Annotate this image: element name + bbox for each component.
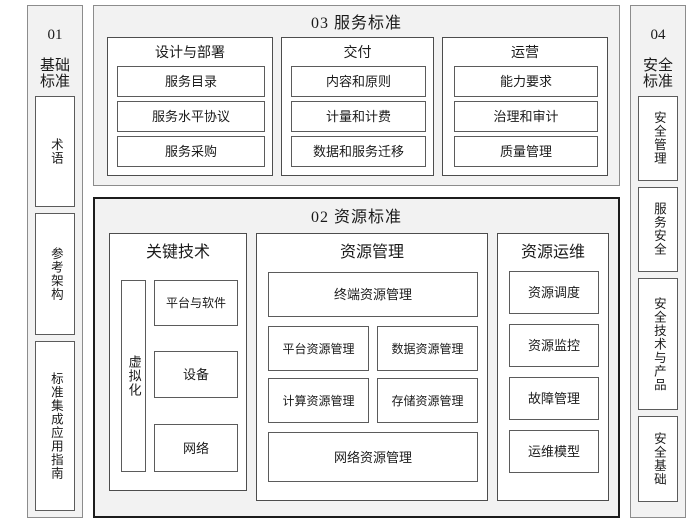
item-platform-and-software[interactable]: 平台与软件 <box>154 280 238 326</box>
panel-02-resource-standards: 02 资源标准 关键技术 虚拟化 平台与软件 设备 网络 资源管理 终端资源管理… <box>93 197 620 518</box>
item-terminal-resource-management[interactable]: 终端资源管理 <box>268 272 478 317</box>
column-01-title: 基础 标准 <box>39 58 70 90</box>
group-operations: 运营 能力要求 治理和审计 质量管理 <box>442 37 608 176</box>
item-service-catalog[interactable]: 服务目录 <box>117 66 265 97</box>
item-security-management[interactable]: 安全管理 <box>638 95 678 181</box>
item-reference-architecture-label: 参考架构 <box>48 247 63 302</box>
item-content-and-principles[interactable]: 内容和原则 <box>291 66 426 97</box>
item-device[interactable]: 设备 <box>154 351 238 398</box>
group-key-technology: 关键技术 虚拟化 平台与软件 设备 网络 <box>109 233 247 491</box>
item-data-resource-management[interactable]: 数据资源管理 <box>377 326 478 371</box>
column-01-header: 01 基础 标准 <box>40 12 70 91</box>
group-design-and-deployment-title: 设计与部署 <box>155 46 225 61</box>
item-service-security-label: 服务安全 <box>651 202 666 257</box>
item-terminology[interactable]: 术语 <box>35 95 75 208</box>
group-resource-management: 资源管理 终端资源管理 平台资源管理 数据资源管理 计算资源管理 存储资源管理 … <box>256 233 488 501</box>
item-service-procurement[interactable]: 服务采购 <box>117 136 265 167</box>
item-compute-resource-management[interactable]: 计算资源管理 <box>268 378 369 423</box>
item-network[interactable]: 网络 <box>154 424 238 472</box>
item-service-level-agreement[interactable]: 服务水平协议 <box>117 101 265 132</box>
column-04-security-standards: 04 安全 标准 安全管理 服务安全 安全技术与产品 安全基础 <box>630 5 686 518</box>
item-standard-integration-guide-label: 标准集成应用指南 <box>48 371 63 480</box>
item-resource-scheduling[interactable]: 资源调度 <box>509 271 599 314</box>
item-capability-requirements[interactable]: 能力要求 <box>454 66 598 97</box>
item-platform-resource-management[interactable]: 平台资源管理 <box>268 326 369 371</box>
panel-03-service-standards: 03 服务标准 设计与部署 服务目录 服务水平协议 服务采购 交付 内容和原则 … <box>93 5 620 186</box>
group-resource-management-title: 资源管理 <box>339 244 404 261</box>
item-security-tech-and-products-label: 安全技术与产品 <box>651 296 666 392</box>
group-delivery-title: 交付 <box>343 46 372 61</box>
column-04-title: 安全 标准 <box>642 58 673 90</box>
item-virtualization-label: 虚拟化 <box>126 355 142 397</box>
item-virtualization[interactable]: 虚拟化 <box>121 280 146 472</box>
item-ops-model[interactable]: 运维模型 <box>509 430 599 473</box>
column-01-number: 01 <box>47 26 63 43</box>
item-security-management-label: 安全管理 <box>651 111 666 166</box>
item-service-security[interactable]: 服务安全 <box>638 186 678 272</box>
item-quality-management[interactable]: 质量管理 <box>454 136 598 167</box>
item-reference-architecture[interactable]: 参考架构 <box>35 213 75 335</box>
group-design-and-deployment: 设计与部署 服务目录 服务水平协议 服务采购 <box>107 37 273 176</box>
item-terminology-label: 术语 <box>48 138 63 166</box>
panel-03-title: 03 服务标准 <box>310 15 402 32</box>
column-01-foundation-standards: 01 基础 标准 术语 参考架构 标准集成应用指南 <box>27 5 83 518</box>
item-security-foundation[interactable]: 安全基础 <box>638 415 678 502</box>
item-fault-management[interactable]: 故障管理 <box>509 377 599 420</box>
item-standard-integration-guide[interactable]: 标准集成应用指南 <box>35 340 75 511</box>
group-operations-title: 运营 <box>511 46 539 61</box>
item-metering-and-billing[interactable]: 计量和计费 <box>291 101 426 132</box>
item-network-resource-management[interactable]: 网络资源管理 <box>268 432 478 482</box>
column-04-header: 04 安全 标准 <box>643 12 673 91</box>
column-04-number: 04 <box>650 26 666 43</box>
group-resource-operations: 资源运维 资源调度 资源监控 故障管理 运维模型 <box>497 233 609 501</box>
group-delivery: 交付 内容和原则 计量和计费 数据和服务迁移 <box>281 37 434 176</box>
item-security-tech-and-products[interactable]: 安全技术与产品 <box>638 277 678 410</box>
item-governance-and-audit[interactable]: 治理和审计 <box>454 101 598 132</box>
item-resource-monitoring[interactable]: 资源监控 <box>509 324 599 367</box>
group-resource-operations-title: 资源运维 <box>520 244 585 261</box>
item-storage-resource-management[interactable]: 存储资源管理 <box>377 378 478 423</box>
item-security-foundation-label: 安全基础 <box>651 431 666 486</box>
item-data-and-service-migration[interactable]: 数据和服务迁移 <box>291 136 426 167</box>
group-key-technology-title: 关键技术 <box>145 244 210 261</box>
panel-02-title: 02 资源标准 <box>310 209 402 226</box>
